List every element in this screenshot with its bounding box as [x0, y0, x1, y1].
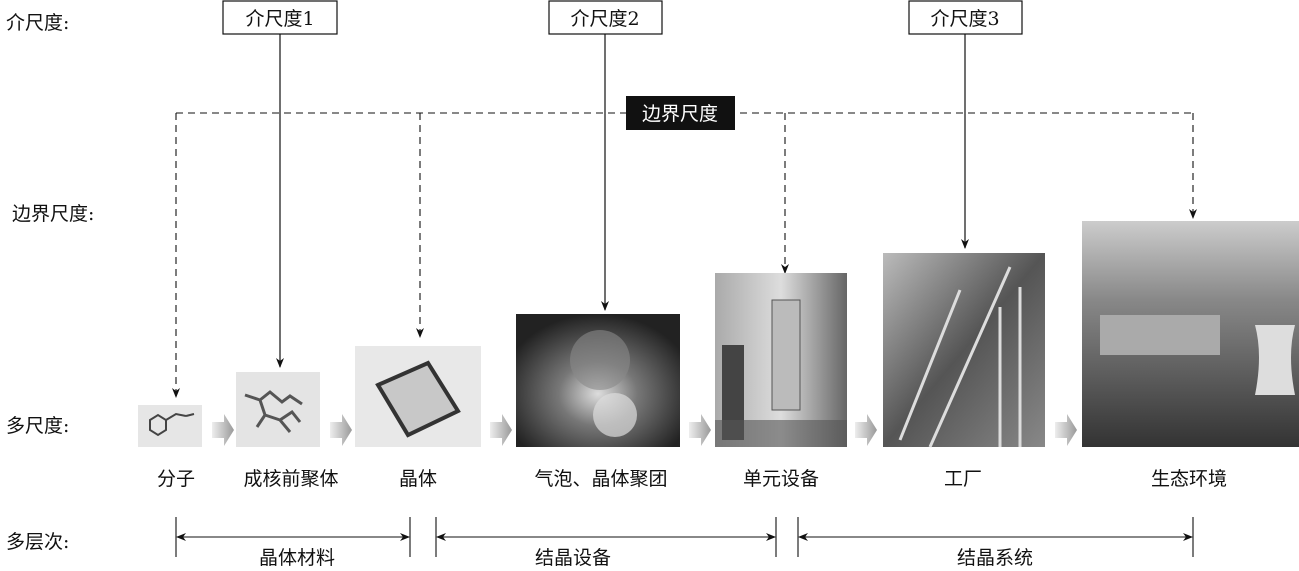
flow-arrow	[689, 414, 711, 446]
level-label-crystallization-system: 结晶系统	[957, 547, 1033, 569]
boundary-label-box: 边界尺度	[626, 96, 735, 130]
image-molecule	[138, 405, 202, 447]
meso-box-2: 介尺度2	[548, 0, 663, 35]
meso-box-1-label: 介尺度1	[245, 8, 314, 30]
level-label-crystal-material: 晶体材料	[259, 547, 335, 569]
image-ecological-environment	[1082, 221, 1299, 447]
meso-box-1: 介尺度1	[222, 0, 338, 35]
stage-caption: 生态环境	[1151, 468, 1227, 490]
stage-caption: 工厂	[944, 468, 982, 490]
image-factory	[883, 253, 1045, 448]
meso-box-2-label: 介尺度2	[570, 8, 639, 30]
stage-caption: 单元设备	[743, 468, 819, 490]
level-brackets	[175, 517, 1194, 557]
boundary-label: 边界尺度	[642, 103, 718, 125]
level-label-crystallization-equipment: 结晶设备	[535, 547, 611, 569]
meso-box-3-label: 介尺度3	[930, 8, 999, 30]
stage-caption: 分子	[157, 468, 195, 490]
row-label-meso: 介尺度:	[6, 12, 69, 34]
row-label-boundary: 边界尺度:	[12, 203, 94, 225]
flow-arrow	[212, 414, 234, 446]
stage-caption: 晶体	[399, 468, 437, 490]
flow-arrow	[1055, 414, 1077, 446]
stage-caption: 气泡、晶体聚团	[534, 468, 667, 490]
image-prenucleation-cluster	[236, 372, 320, 447]
flow-arrows	[212, 414, 1077, 446]
stage-caption: 成核前聚体	[243, 468, 338, 490]
row-label-multilevel: 多层次:	[6, 531, 69, 553]
flow-arrow	[330, 414, 352, 446]
image-unit-equipment	[715, 273, 847, 447]
flow-arrow	[855, 414, 877, 446]
image-bubbles-crystal-agglomerate	[516, 314, 680, 447]
image-crystal	[355, 346, 481, 447]
flow-arrow	[490, 414, 512, 446]
row-label-multiscale: 多尺度:	[6, 415, 69, 437]
meso-box-3: 介尺度3	[908, 0, 1023, 35]
